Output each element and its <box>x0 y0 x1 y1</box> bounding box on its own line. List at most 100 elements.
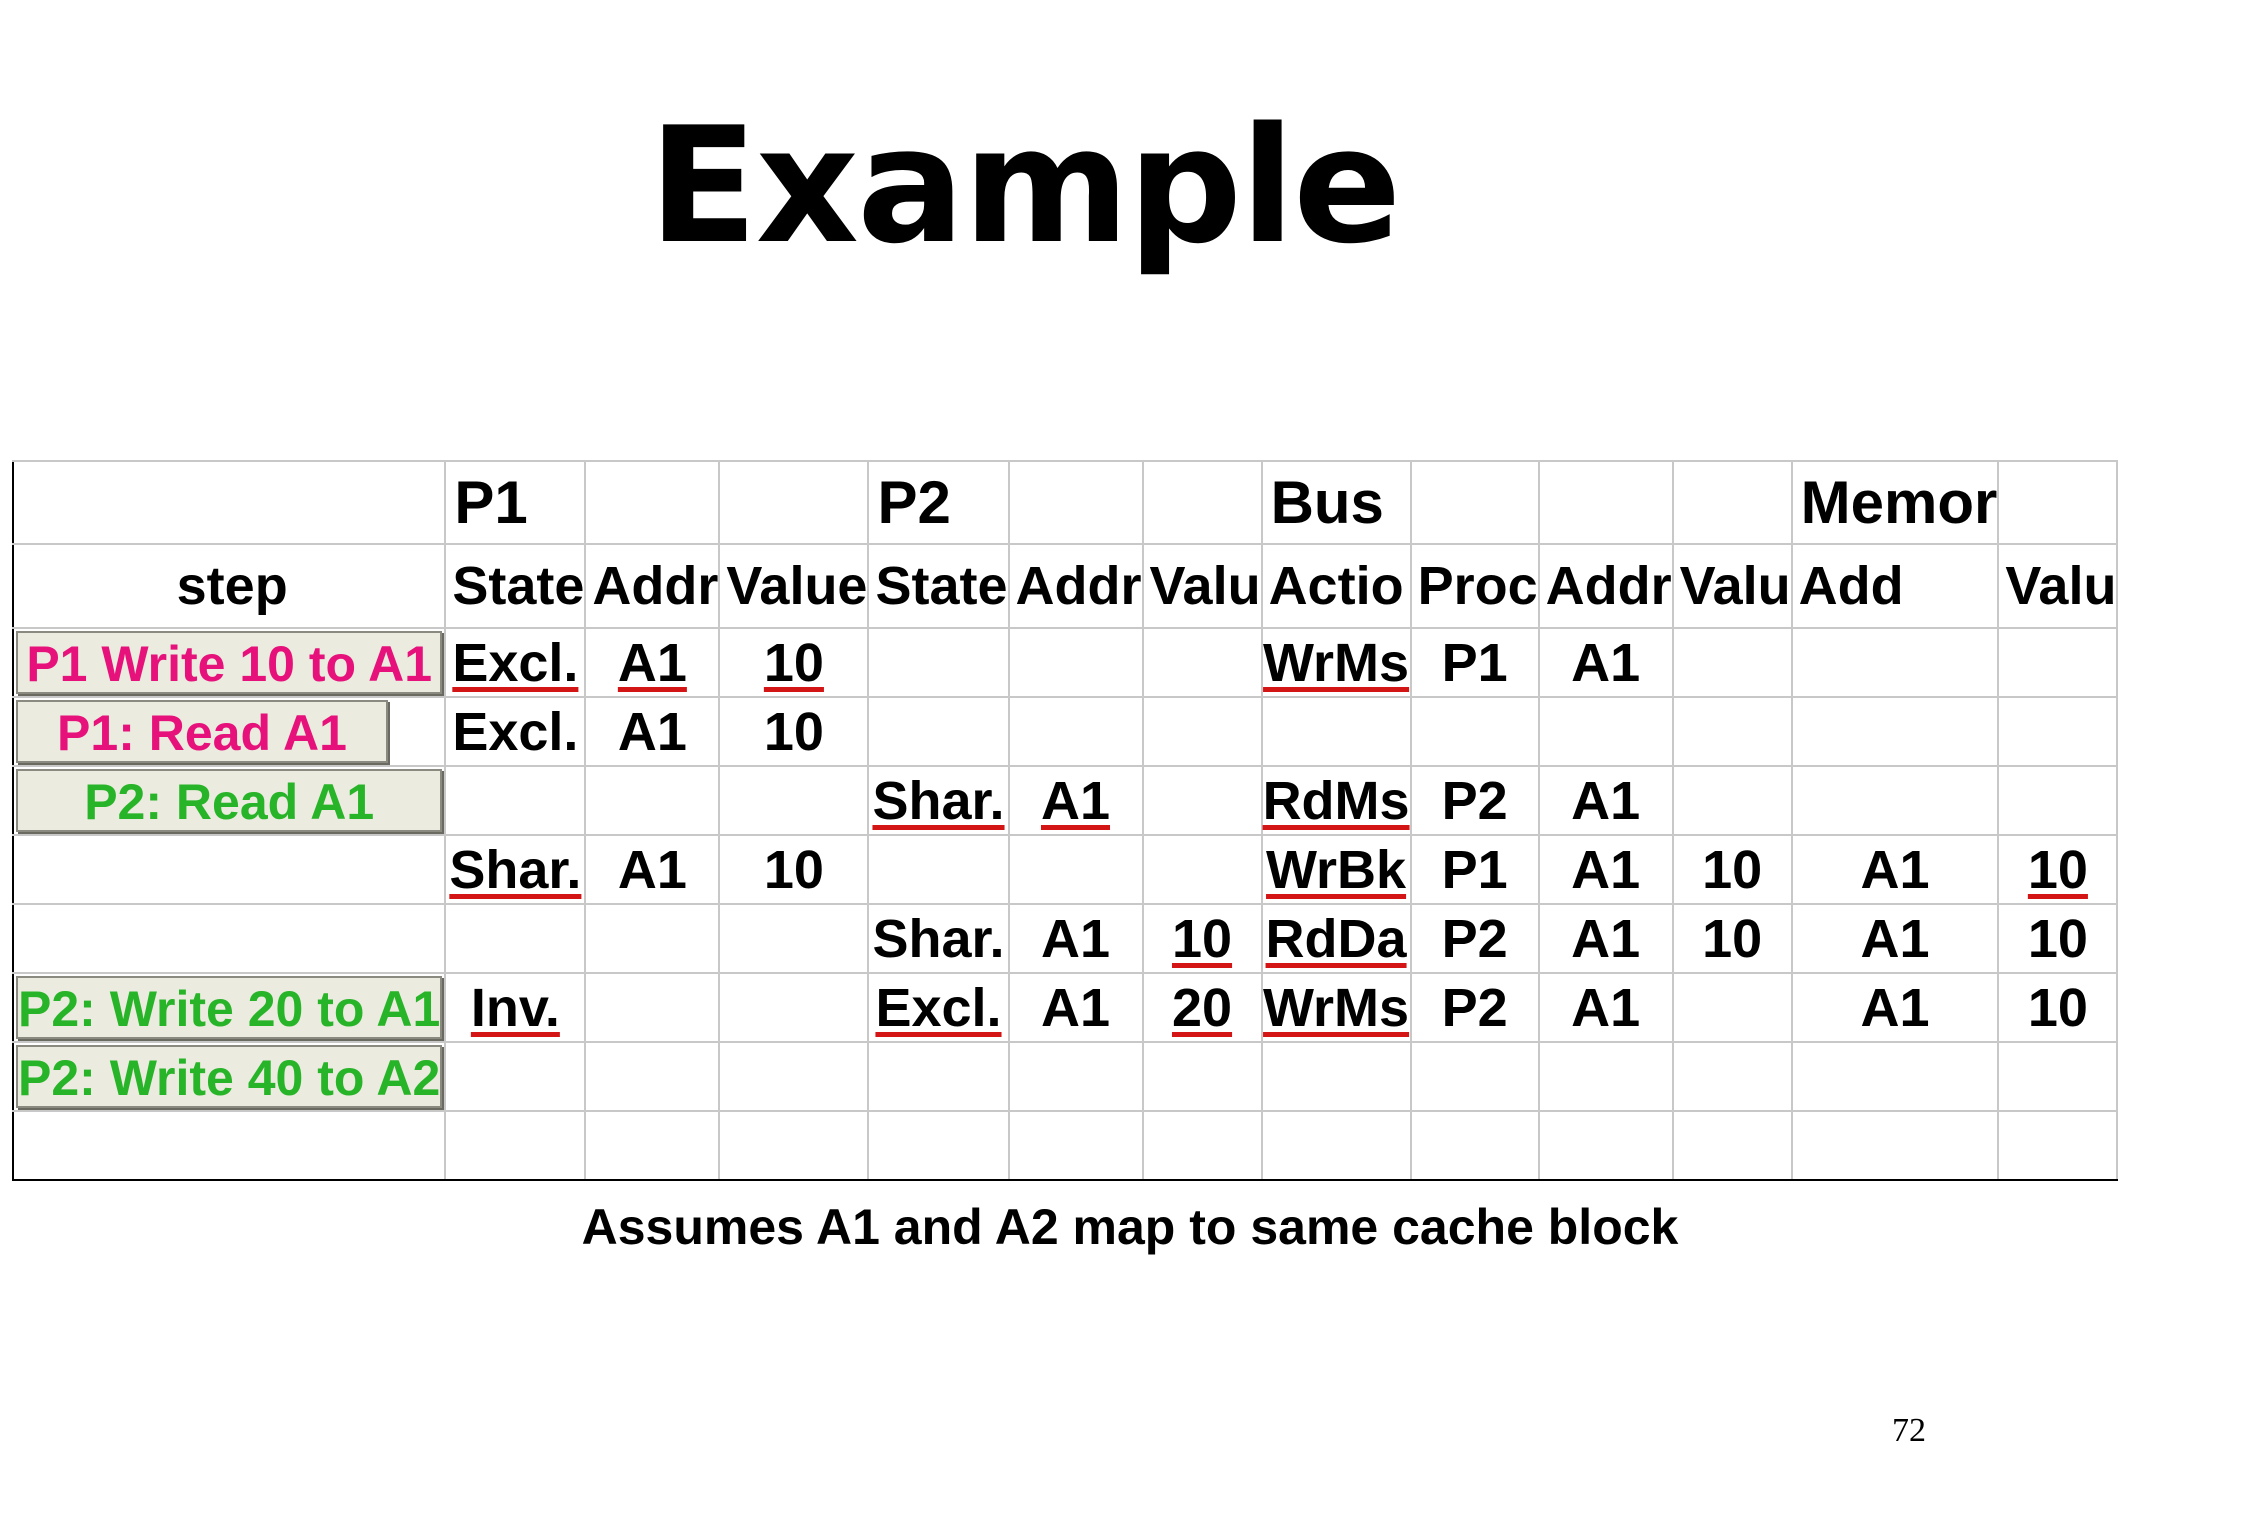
cell-bus-proc: P2 <box>1409 972 1540 1043</box>
header-mem-value: Valu <box>1997 543 2119 629</box>
cell-p1-addr: A1 <box>584 834 721 905</box>
cell-p2-state <box>867 1110 1010 1181</box>
cell-bus-addr: A1 <box>1537 834 1674 905</box>
header-p1-value: Value <box>718 543 870 629</box>
table-row: P2: Read A1 Shar. A1 RdMs P2 A1 <box>11 765 2119 836</box>
step-label <box>11 834 447 905</box>
cell-p2-value <box>1141 1041 1263 1112</box>
cell-bus-proc <box>1409 1110 1540 1181</box>
cell-mem-addr <box>1790 1110 2000 1181</box>
cell-bus-action: RdDa <box>1265 908 1407 969</box>
cell-p1-addr <box>584 903 721 974</box>
slide-title: Example <box>648 92 1401 279</box>
step-label <box>11 1110 447 1181</box>
header-bus-value: Valu <box>1671 543 1793 629</box>
cell-mem-value: 10 <box>1997 903 2119 974</box>
header-p2-state: State <box>867 543 1010 629</box>
cell-bus-proc: P2 <box>1409 765 1540 836</box>
step-label: P1: Read A1 <box>16 700 388 763</box>
cell-p2-addr <box>1007 696 1144 767</box>
cell-bus-addr <box>1537 1041 1674 1112</box>
cell-p2-state <box>867 627 1010 698</box>
cell-mem-addr <box>1790 765 2000 836</box>
cell-p2-state: Shar. <box>872 770 1005 831</box>
table-row: P1 Write 10 to A1 Excl. A1 10 WrMs P1 A1 <box>11 627 2119 698</box>
cell-p2-value <box>1141 627 1263 698</box>
cell-mem-value <box>1997 765 2119 836</box>
cell-p2-state <box>867 1041 1010 1112</box>
cell-p1-addr <box>584 1110 721 1181</box>
cell-bus-action: RdMs <box>1262 770 1410 831</box>
cell-bus-addr: A1 <box>1537 903 1674 974</box>
step-label: P1 Write 10 to A1 <box>16 631 443 694</box>
header-step: step <box>11 543 447 629</box>
cell-mem-value: 10 <box>2027 839 2088 900</box>
cell-bus-proc <box>1409 1041 1540 1112</box>
cell-bus-value <box>1671 765 1793 836</box>
cell-p1-addr: A1 <box>584 696 721 767</box>
cell-bus-addr <box>1537 696 1674 767</box>
cell-p2-addr: A1 <box>1007 972 1144 1043</box>
cell-bus-action <box>1260 696 1412 767</box>
cell-p1-value <box>718 972 870 1043</box>
cell-p2-addr <box>1007 834 1144 905</box>
cell-p2-state: Shar. <box>867 903 1010 974</box>
group-memory: Memor <box>1790 460 2000 545</box>
cell-bus-action: WrMs <box>1263 977 1410 1038</box>
cell-bus-action: WrMs <box>1263 632 1410 693</box>
cell-p1-state <box>444 1041 587 1112</box>
table-row: Shar. A1 10 WrBk P1 A1 10 A1 10 <box>11 834 2119 905</box>
cell-bus-value <box>1671 1110 1793 1181</box>
cell-p1-value: 10 <box>763 632 824 693</box>
header-bus-addr: Addr <box>1537 543 1674 629</box>
group-header-row: P1 P2 Bus Memor <box>11 460 2119 545</box>
cell-p1-value: 10 <box>718 834 870 905</box>
cell-bus-addr <box>1537 1110 1674 1181</box>
cell-p2-value: 10 <box>1171 908 1233 969</box>
group-p1: P1 <box>444 460 587 545</box>
table-row: Shar. A1 10 RdDa P2 A1 10 A1 10 <box>11 903 2119 974</box>
cell-mem-addr: A1 <box>1790 834 2000 905</box>
step-label: P2: Write 20 to A1 <box>16 976 443 1039</box>
cell-p1-state <box>444 765 587 836</box>
cell-p2-addr <box>1007 1041 1144 1112</box>
cell-bus-value <box>1671 696 1793 767</box>
cell-p2-state: Excl. <box>875 977 1002 1038</box>
cell-mem-addr <box>1790 696 2000 767</box>
cell-p1-value: 10 <box>718 696 870 767</box>
cell-p2-state <box>867 696 1010 767</box>
cell-bus-value: 10 <box>1671 834 1793 905</box>
cell-bus-proc <box>1409 696 1540 767</box>
cell-p1-value <box>718 1110 870 1181</box>
cell-p2-value <box>1141 696 1263 767</box>
cell-p2-addr <box>1007 627 1144 698</box>
cell-mem-addr: A1 <box>1790 903 2000 974</box>
cell-p1-addr: A1 <box>617 632 687 693</box>
cell-bus-value <box>1671 627 1793 698</box>
cell-p2-value <box>1141 1110 1263 1181</box>
caption: Assumes A1 and A2 map to same cache bloc… <box>581 1199 1679 1255</box>
header-mem-addr: Add <box>1790 543 2000 629</box>
coherence-table: P1 P2 Bus Memor step State Addr Value St… <box>11 460 2119 1181</box>
cell-bus-proc: P1 <box>1409 834 1540 905</box>
cell-bus-addr: A1 <box>1537 972 1674 1043</box>
header-p1-addr: Addr <box>584 543 721 629</box>
group-bus: Bus <box>1260 460 1412 545</box>
cell-p2-addr <box>1007 1110 1144 1181</box>
cell-bus-proc: P2 <box>1409 903 1540 974</box>
table-row: P2: Write 20 to A1 Inv. Excl. A1 20 WrMs… <box>11 972 2119 1043</box>
cell-mem-addr <box>1790 627 2000 698</box>
header-p2-addr: Addr <box>1007 543 1144 629</box>
cell-p2-state <box>867 834 1010 905</box>
page-number: 72 <box>1892 1412 1926 1449</box>
cell-bus-action: WrBk <box>1266 839 1407 900</box>
table-row: P1: Read A1 Excl. A1 10 <box>11 696 2119 767</box>
step-label: P2: Read A1 <box>16 769 443 832</box>
table-row <box>11 1110 2119 1181</box>
cell-p2-value: 20 <box>1171 977 1233 1038</box>
cell-bus-addr: A1 <box>1537 627 1674 698</box>
cell-bus-proc: P1 <box>1409 627 1540 698</box>
cell-mem-value: 10 <box>1997 972 2119 1043</box>
cell-mem-value <box>1997 1110 2119 1181</box>
cell-p1-value <box>718 903 870 974</box>
